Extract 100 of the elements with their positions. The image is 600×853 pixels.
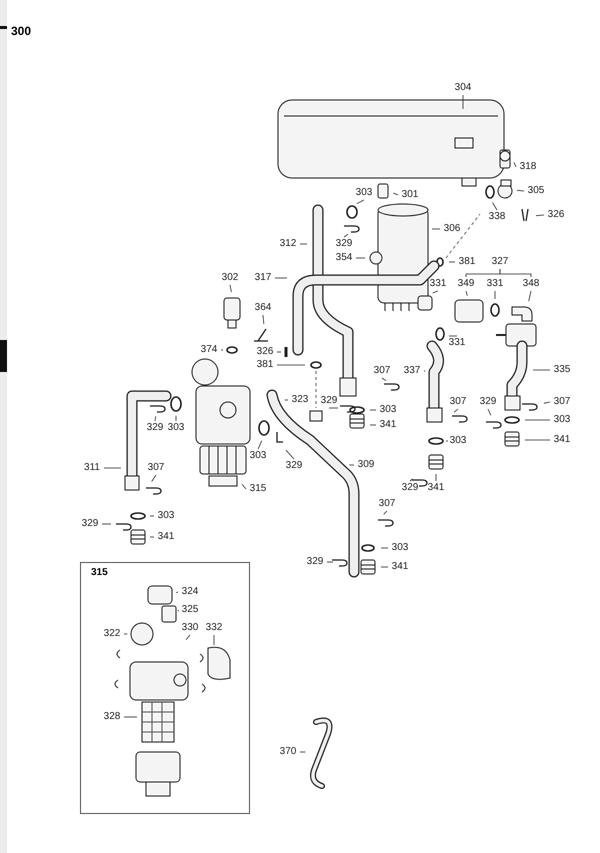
callout-number: 331 xyxy=(427,278,449,290)
leader-line xyxy=(492,202,498,210)
callout-number: 318 xyxy=(517,161,539,173)
leader-line xyxy=(514,162,516,168)
leader-line xyxy=(176,592,178,594)
callout-number: 311 xyxy=(81,462,103,474)
leader-line xyxy=(528,290,532,302)
leader-line xyxy=(392,192,398,196)
leader-line xyxy=(344,234,348,238)
callout-number: 303 xyxy=(155,510,177,522)
callout-number: 307 xyxy=(145,462,167,474)
leader-line xyxy=(488,408,492,416)
leader-line xyxy=(348,464,354,466)
leader-line xyxy=(286,450,294,460)
leader-line xyxy=(154,416,156,422)
leader-line xyxy=(276,364,306,366)
leader-line xyxy=(258,440,262,450)
callout-number: 305 xyxy=(525,185,547,197)
callout-number: 337 xyxy=(401,365,423,377)
callout-number: 329 xyxy=(144,422,166,434)
callout-number: 303 xyxy=(447,435,469,447)
callout-number: 303 xyxy=(551,414,573,426)
callout-number: 370 xyxy=(277,746,299,758)
callout-number: 331 xyxy=(484,278,506,290)
leader-line xyxy=(370,424,376,426)
leader-line xyxy=(356,200,364,204)
callout-number: 341 xyxy=(425,482,447,494)
callout-number: 374 xyxy=(198,344,220,356)
callout-number: 329 xyxy=(283,460,305,472)
callout-number: 328 xyxy=(101,711,123,723)
callout-number: 348 xyxy=(520,278,542,290)
callout-number: 364 xyxy=(252,302,274,314)
leader-line xyxy=(410,478,414,482)
leader-line xyxy=(178,610,180,612)
callout-number: 349 xyxy=(455,278,477,290)
callout-number: 338 xyxy=(486,211,508,223)
callout-number: 322 xyxy=(101,628,123,640)
callout-number: 381 xyxy=(456,256,478,268)
callout-number: 312 xyxy=(277,238,299,250)
leader-line xyxy=(124,716,138,718)
callout-number: 307 xyxy=(371,365,393,377)
callout-number: 307 xyxy=(551,396,573,408)
leader-line xyxy=(150,536,154,538)
leader-line xyxy=(536,214,544,216)
callout-number: 341 xyxy=(155,531,177,543)
callout-number: 317 xyxy=(252,272,274,284)
leader-line xyxy=(454,408,458,413)
leader-line xyxy=(494,290,496,300)
leader-line xyxy=(544,402,550,404)
inset-title: 315 xyxy=(91,567,108,578)
callout-number: 330 xyxy=(179,622,201,634)
callout-number: 306 xyxy=(441,223,463,235)
callout-number: 329 xyxy=(304,556,326,568)
leader-line xyxy=(151,474,156,482)
leader-line xyxy=(186,634,190,640)
callout-number: 303 xyxy=(377,404,399,416)
leader-line xyxy=(462,94,464,110)
callout-number: 303 xyxy=(247,450,269,462)
inset-frame xyxy=(80,562,250,814)
callout-number: 335 xyxy=(551,364,573,376)
callout-number: 323 xyxy=(289,394,311,406)
callout-number: 341 xyxy=(551,434,573,446)
callout-number: 327 xyxy=(489,256,511,268)
callout-number: 307 xyxy=(447,396,469,408)
callout-number: 329 xyxy=(318,395,340,407)
figure-number: 300 xyxy=(11,24,32,38)
callout-number: 301 xyxy=(399,189,421,201)
leader-line xyxy=(230,284,232,292)
callout-number: 303 xyxy=(353,187,375,199)
leader-line xyxy=(516,190,524,192)
callout-number: 315 xyxy=(247,483,269,495)
leader-line xyxy=(432,290,438,294)
callout-number: 304 xyxy=(452,82,474,94)
leader-line xyxy=(500,268,532,278)
leader-line xyxy=(382,378,386,382)
callout-number: 331 xyxy=(446,337,468,349)
callout-number: 329 xyxy=(477,396,499,408)
callout-number: 329 xyxy=(79,518,101,530)
callout-number: 341 xyxy=(377,419,399,431)
callout-number: 303 xyxy=(165,422,187,434)
callout-number: 329 xyxy=(333,238,355,250)
callout-number: 332 xyxy=(203,622,225,634)
leader-line xyxy=(383,510,388,515)
leader-line xyxy=(432,228,440,230)
leader-line xyxy=(242,484,246,490)
callout-number: 302 xyxy=(219,272,241,284)
callout-number: 326 xyxy=(254,346,276,358)
callout-number: 341 xyxy=(389,561,411,573)
callout-number: 354 xyxy=(333,252,355,264)
callout-number: 324 xyxy=(179,586,201,598)
leader-line xyxy=(446,440,448,442)
callout-number: 325 xyxy=(179,604,201,616)
leader-line xyxy=(380,566,388,568)
leader-line xyxy=(466,290,468,296)
callout-number: 303 xyxy=(389,542,411,554)
callout-number: 309 xyxy=(355,459,377,471)
callout-number: 307 xyxy=(376,498,398,510)
callout-number: 326 xyxy=(545,209,567,221)
callout-number: 381 xyxy=(254,359,276,371)
callout-number: 329 xyxy=(399,482,421,494)
